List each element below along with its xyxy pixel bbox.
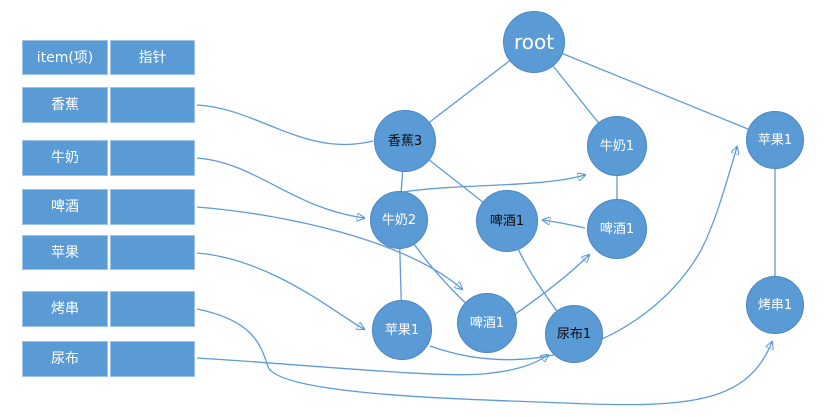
node-beer1-right: 啤酒1 — [587, 199, 647, 259]
row-milk-item-cell: 牛奶 — [22, 140, 108, 176]
row-diaper-item-cell: 尿布 — [22, 341, 108, 377]
link-apple1b-apple1r-arrow — [429, 147, 737, 361]
link-banana-header — [196, 104, 374, 146]
node-milk1: 牛奶1 — [587, 116, 647, 176]
link-apple-header-arrow — [196, 252, 364, 329]
row-apple-item-cell: 苹果 — [22, 235, 108, 270]
node-milk2: 牛奶2 — [370, 191, 428, 249]
link-milk2-milk1-arrow — [402, 175, 585, 193]
header-cell-item: item(项) — [22, 40, 108, 75]
node-kebab1: 烤串1 — [746, 276, 804, 334]
row-beer-item-cell: 啤酒 — [22, 189, 108, 225]
row-diaper-pointer-cell — [110, 341, 195, 377]
link-diaper-header-arrow — [196, 355, 548, 376]
link-beer-header-arrow — [196, 206, 462, 289]
node-diaper1: 尿布1 — [545, 305, 603, 363]
row-banana-item-cell: 香蕉 — [22, 87, 108, 123]
row-kebab-item-cell: 烤串 — [22, 291, 108, 327]
node-apple1-bottom: 苹果1 — [372, 300, 432, 360]
link-beer1b-beer1r-arrow — [510, 255, 589, 318]
node-apple1-right: 苹果1 — [746, 111, 804, 169]
header-cell-pointer: 指针 — [110, 40, 195, 75]
tree-edges — [398, 41, 776, 335]
row-banana-pointer-cell — [110, 87, 195, 123]
node-beer1-bottom: 啤酒1 — [457, 293, 517, 353]
link-beer1r-beer1m-arrow — [543, 220, 586, 229]
row-apple-pointer-cell — [110, 235, 195, 270]
node-beer1-middle: 啤酒1 — [476, 190, 538, 252]
pointer-links — [196, 104, 772, 406]
row-kebab-pointer-cell — [110, 291, 195, 327]
node-banana3: 香蕉3 — [374, 110, 436, 172]
node-root: root — [503, 11, 565, 73]
link-milk-header-arrow — [196, 157, 364, 218]
edge-root-apple1r — [533, 41, 776, 141]
link-kebab-header-arrow — [196, 308, 772, 406]
row-milk-pointer-cell — [110, 140, 195, 176]
row-beer-pointer-cell — [110, 189, 195, 225]
